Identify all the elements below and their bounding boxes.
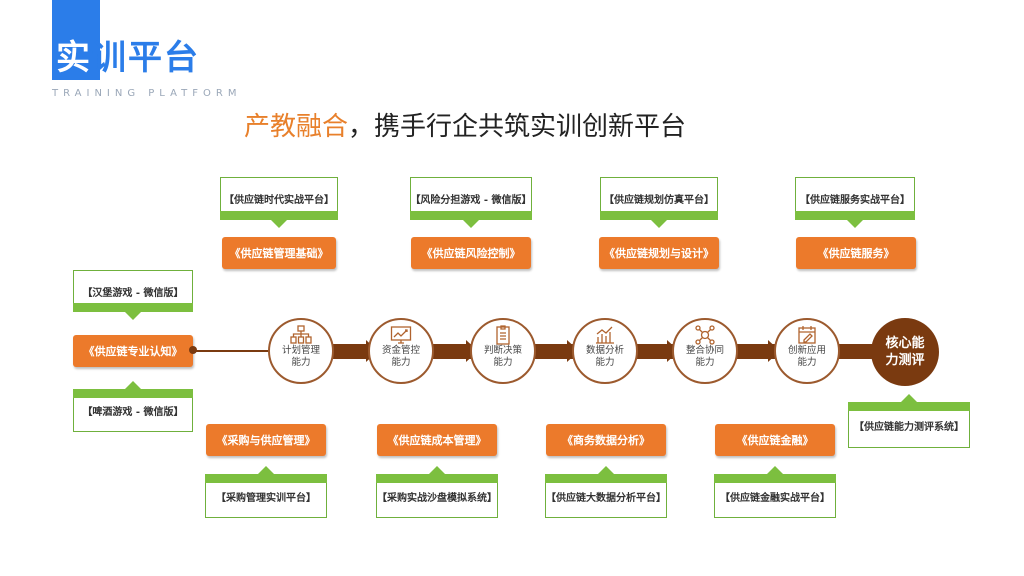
slogan-rest: ，携手行企共筑实训创新平台: [348, 112, 687, 142]
network-icon: [695, 325, 715, 345]
timeline-segment: [332, 344, 372, 359]
green-notch: [124, 381, 142, 390]
ability-label: 计划管理: [281, 345, 320, 356]
timeline-segment: [432, 344, 474, 359]
connector-dot: [189, 346, 197, 354]
green-bar: [795, 211, 915, 220]
bottom-platform-label: 【采购管理实训平台】: [216, 492, 316, 504]
ability-label: 能力: [493, 357, 513, 368]
top-course-button[interactable]: 《供应链服务》: [796, 237, 916, 269]
green-notch: [900, 394, 918, 403]
left-top-game-box: 【汉堡游戏 - 微信版】: [73, 270, 193, 320]
green-notch: [270, 219, 288, 228]
green-bar: [848, 402, 970, 411]
top-game-box: 【供应链时代实战平台】: [220, 177, 338, 228]
top-course-button[interactable]: 《供应链风险控制》: [411, 237, 531, 269]
green-bar: [220, 211, 338, 220]
ability-label: 能力: [595, 357, 615, 368]
plan-icon: [290, 325, 312, 344]
green-bar: [376, 474, 498, 483]
title-first-char: 实: [56, 38, 92, 78]
green-notch: [462, 219, 480, 228]
bottom-platform-box: 【采购实战沙盘模拟系统】: [376, 466, 498, 518]
bottom-course-button[interactable]: 《供应链成本管理》: [377, 424, 497, 456]
green-bar: [545, 474, 667, 483]
slogan: 产教融合，携手行企共筑实训创新平台: [244, 110, 686, 144]
top-game-label: 【风险分担游戏 - 微信版】: [410, 195, 532, 206]
bottom-platform-label: 【供应链金融实战平台】: [720, 492, 830, 504]
left-bottom-game-label: 【啤酒游戏 - 微信版】: [82, 407, 184, 418]
green-bar: [205, 474, 327, 483]
top-course-button[interactable]: 《供应链管理基础》: [222, 237, 336, 269]
ability-label: 能力: [291, 357, 311, 368]
ability-data: 数据分析 能力: [572, 318, 638, 384]
calendar-edit-icon: [798, 326, 816, 344]
green-notch: [846, 219, 864, 228]
final-line2: 力测评: [885, 353, 925, 368]
final-line1: 核心能: [885, 336, 925, 351]
green-bar: [410, 211, 532, 220]
ability-plan: 计划管理 能力: [268, 318, 334, 384]
ability-funds: 资金管控 能力: [368, 318, 434, 384]
timeline-segment: [534, 344, 576, 359]
slogan-highlight: 产教融合: [244, 112, 349, 142]
green-notch: [124, 311, 142, 320]
core-assessment-circle: 核心能 力测评: [871, 318, 939, 386]
ability-label: 整合协同: [685, 345, 724, 356]
connector-line: [194, 350, 272, 352]
green-bar: [73, 389, 193, 398]
ability-label: 能力: [695, 357, 715, 368]
green-notch: [766, 466, 784, 475]
bottom-platform-box: 【供应链大数据分析平台】: [545, 466, 667, 518]
ability-label: 能力: [797, 357, 817, 368]
bottom-platform-box: 【供应链金融实战平台】: [714, 466, 836, 518]
title-rest: 训平台: [92, 38, 200, 78]
page-subtitle: TRAINING PLATFORM: [52, 88, 242, 99]
top-game-label: 【供应链服务实战平台】: [800, 195, 910, 206]
bottom-platform-label: 【采购实战沙盘模拟系统】: [377, 492, 497, 504]
header-accent-block: [52, 0, 100, 80]
top-game-box: 【供应链规划仿真平台】: [600, 177, 718, 228]
ability-label: 数据分析: [585, 345, 624, 356]
assessment-system-label: 【供应链能力测评系统】: [854, 421, 964, 433]
left-course-button[interactable]: 《供应链专业认知》: [73, 335, 193, 367]
bottom-course-button[interactable]: 《供应链金融》: [715, 424, 835, 456]
green-bar: [73, 303, 193, 312]
ability-innovation: 创新应用 能力: [774, 318, 840, 384]
bottom-platform-box: 【采购管理实训平台】: [205, 466, 327, 518]
ability-decision: 判断决策 能力: [470, 318, 536, 384]
green-notch: [650, 219, 668, 228]
assessment-system-box: 【供应链能力测评系统】: [848, 394, 970, 448]
green-bar: [600, 211, 718, 220]
top-course-button[interactable]: 《供应链规划与设计》: [599, 237, 719, 269]
page-title: 实训平台: [56, 36, 200, 80]
top-game-label: 【供应链时代实战平台】: [224, 195, 334, 206]
bottom-course-button[interactable]: 《商务数据分析》: [546, 424, 666, 456]
green-bar: [714, 474, 836, 483]
green-notch: [597, 466, 615, 475]
top-game-box: 【风险分担游戏 - 微信版】: [410, 177, 532, 228]
money-chart-icon: [390, 326, 412, 344]
bar-chart-icon: [596, 326, 614, 344]
bottom-course-button[interactable]: 《采购与供应管理》: [206, 424, 326, 456]
green-notch: [257, 466, 275, 475]
top-game-label: 【供应链规划仿真平台】: [604, 195, 714, 206]
ability-label: 资金管控: [381, 345, 420, 356]
timeline-segment: [636, 344, 676, 359]
green-notch: [428, 466, 446, 475]
timeline-segment: [736, 344, 778, 359]
ability-label: 创新应用: [787, 345, 826, 356]
left-top-game-label: 【汉堡游戏 - 微信版】: [82, 287, 184, 299]
timeline-segment: [838, 344, 874, 359]
top-game-box: 【供应链服务实战平台】: [795, 177, 915, 228]
left-bottom-game-box: 【啤酒游戏 - 微信版】: [73, 381, 193, 432]
ability-label: 判断决策: [483, 345, 522, 356]
ability-label: 能力: [391, 357, 411, 368]
ability-integration: 整合协同 能力: [672, 318, 738, 384]
bottom-platform-label: 【供应链大数据分析平台】: [546, 492, 666, 504]
checklist-icon: [496, 325, 510, 345]
